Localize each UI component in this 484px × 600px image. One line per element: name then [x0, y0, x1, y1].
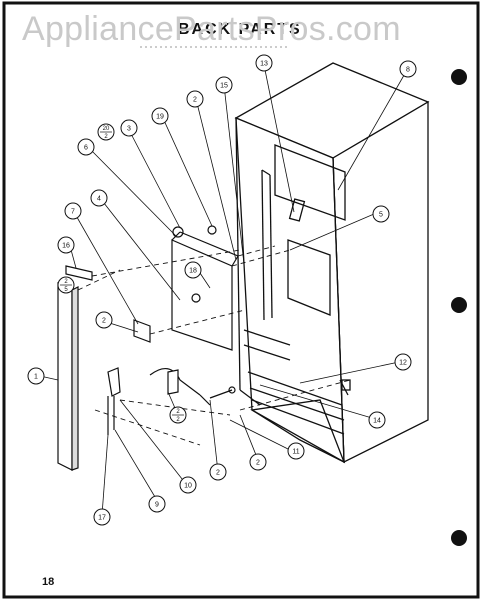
callout-label-3: 3 — [127, 126, 131, 133]
binder-hole-bottom — [451, 530, 467, 546]
bracket-part — [65, 265, 93, 281]
callout-label-15: 15 — [220, 83, 228, 90]
callout-label-13: 13 — [260, 61, 268, 68]
watermark-text: AppliancePartsPros.com — [22, 10, 401, 48]
page-number: 18 — [42, 576, 55, 588]
callout-label-2a: 2 — [102, 318, 106, 325]
callout-label-5: 5 — [379, 212, 383, 219]
binder-hole-middle — [451, 297, 467, 313]
callout-circle-2b — [186, 90, 204, 108]
callout-label-8: 8 — [406, 67, 410, 74]
callout-label-7: 7 — [71, 209, 75, 216]
callout-circle-4 — [90, 189, 108, 207]
callout-labels: 1 2 2 2 2 3 4 5 6 7 8 9 10 11 12 13 14 1… — [34, 61, 410, 522]
leader-lines — [39, 64, 408, 516]
callout-label-14: 14 — [373, 418, 381, 425]
callout-label-11: 11 — [292, 449, 299, 456]
exploded-parts — [57, 225, 239, 471]
hinge-part — [133, 319, 151, 343]
callout-circle-14 — [368, 411, 386, 429]
callout-label-19: 19 — [156, 114, 164, 121]
callout-circle-15 — [215, 76, 233, 94]
callout-circle-19 — [151, 107, 169, 125]
fraction-num-2b: 2 — [176, 409, 180, 415]
callout-circle-12 — [394, 353, 412, 371]
callout-label-2c: 2 — [216, 470, 220, 477]
assembly-lines — [77, 245, 351, 446]
callout-label-12: 12 — [399, 360, 407, 367]
callout-label-9: 9 — [155, 502, 159, 509]
fraction-num-20: 20 — [103, 126, 110, 132]
callout-circle-13 — [255, 54, 273, 72]
callout-label-1: 1 — [34, 374, 38, 381]
fraction-num-2a: 2 — [64, 279, 68, 285]
callout-circle-3 — [120, 119, 138, 137]
callout-circle-10 — [179, 476, 197, 494]
callout-circle-2c — [209, 463, 227, 481]
callout-label-2b: 2 — [193, 97, 197, 104]
callout-circle-8 — [399, 60, 417, 78]
callout-label-10: 10 — [184, 483, 192, 490]
callout-circle-7 — [64, 202, 82, 220]
callout-label-4: 4 — [97, 196, 101, 203]
callout-circle-1 — [27, 367, 45, 385]
callout-label-18: 18 — [189, 268, 197, 275]
refrigerator-cabinet — [234, 62, 430, 464]
back-strip-part — [57, 282, 73, 471]
callout-circle-18 — [184, 261, 202, 279]
callout-label-17: 17 — [98, 515, 106, 522]
callout-circle-9 — [148, 495, 166, 513]
callout-label-6: 6 — [84, 145, 88, 152]
callout-markers — [27, 54, 417, 526]
callout-circle-11 — [287, 442, 305, 460]
callout-circle-5 — [372, 205, 390, 223]
callout-circle-2a — [95, 311, 113, 329]
callout-circle-17 — [93, 508, 111, 526]
callout-circle-6 — [77, 138, 95, 156]
callout-circle-16 — [57, 236, 75, 254]
fraction-den-2a: 2 — [104, 134, 108, 140]
callout-label-16: 16 — [62, 243, 70, 250]
binder-hole-top — [451, 69, 467, 85]
page-title: BACK PARTS — [178, 21, 302, 38]
callout-circle-2d — [249, 453, 267, 471]
fraction-den-2b: 2 — [176, 417, 180, 423]
callout-label-2d: 2 — [256, 460, 260, 467]
fraction-den-5: 5 — [64, 287, 68, 293]
